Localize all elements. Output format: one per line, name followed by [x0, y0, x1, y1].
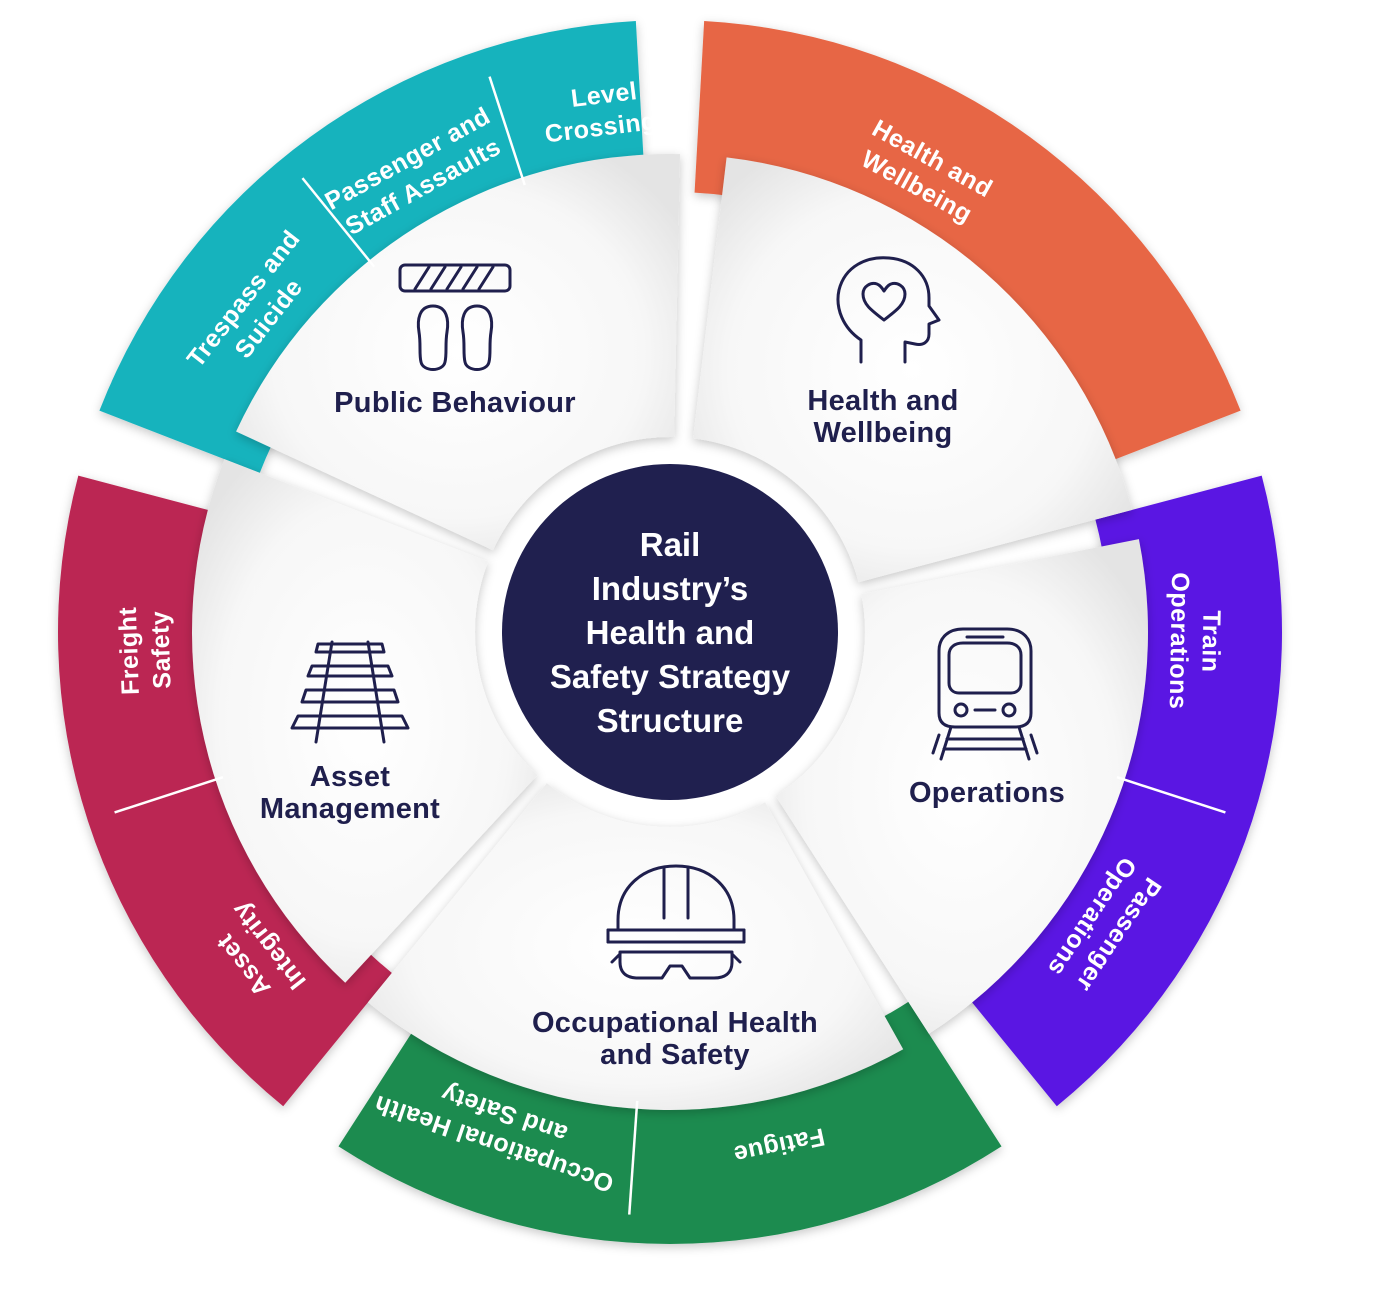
train-front-icon: [931, 627, 1039, 761]
operations-title: Operations: [909, 777, 1065, 809]
inner-ring: [192, 153, 1149, 1110]
asset-management-inner-panel: [192, 459, 538, 983]
footprints-at-platform-edge-icon: [398, 263, 512, 371]
outer-band-divider: [114, 776, 224, 814]
occupational-health-and-safety-title-line: and Safety: [600, 1039, 750, 1071]
operations-inner-panel: [775, 539, 1149, 1034]
outer-band-divider: [488, 76, 526, 186]
asset-management-sub-label: FreightSafety: [114, 605, 177, 695]
center-title-line: Industry’s: [592, 570, 748, 607]
center-title-line: Health and: [586, 614, 755, 651]
asset-management-title-line: Management: [260, 793, 440, 825]
center-title-line: Rail: [640, 526, 701, 563]
outer-band-divider: [1116, 776, 1226, 814]
operations-sub-label: TrainOperations: [1164, 572, 1226, 710]
public-behaviour-title-line: Public Behaviour: [334, 387, 576, 419]
occupational-health-and-safety-title-line: Occupational Health: [532, 1007, 818, 1039]
public-behaviour-title: Public Behaviour: [334, 387, 576, 419]
health-and-wellbeing-inner-panel: [693, 157, 1133, 583]
health-and-wellbeing-title-line: Health and: [807, 385, 958, 417]
head-with-heart-icon: [836, 256, 941, 364]
operations-title-line: Operations: [909, 777, 1065, 809]
operations-sub-label-line: Train: [1196, 610, 1225, 673]
health-and-wellbeing-outer-band: [694, 20, 1241, 473]
railway-track-icon: [290, 640, 410, 744]
health-and-wellbeing-title-line: Wellbeing: [813, 417, 952, 449]
svg-text:FreightSafety: FreightSafety: [114, 605, 177, 695]
center-title-line: Safety Strategy: [550, 658, 791, 695]
occupational-health-and-safety-inner-panel: [367, 783, 904, 1110]
svg-text:TrainOperations: TrainOperations: [1164, 572, 1226, 710]
asset-management-sub-label-line: Freight: [114, 606, 145, 695]
public-behaviour-inner-panel: [236, 153, 681, 551]
outer-band-divider: [628, 1100, 639, 1215]
center-title-line: Structure: [597, 702, 744, 739]
operations-sub-label-line: Operations: [1164, 572, 1194, 709]
outer-band-divider: [301, 177, 376, 268]
asset-management-sub-label-line: Safety: [146, 610, 177, 689]
asset-management-title-line: Asset: [310, 761, 391, 793]
hard-hat-goggles-icon: [606, 864, 746, 980]
